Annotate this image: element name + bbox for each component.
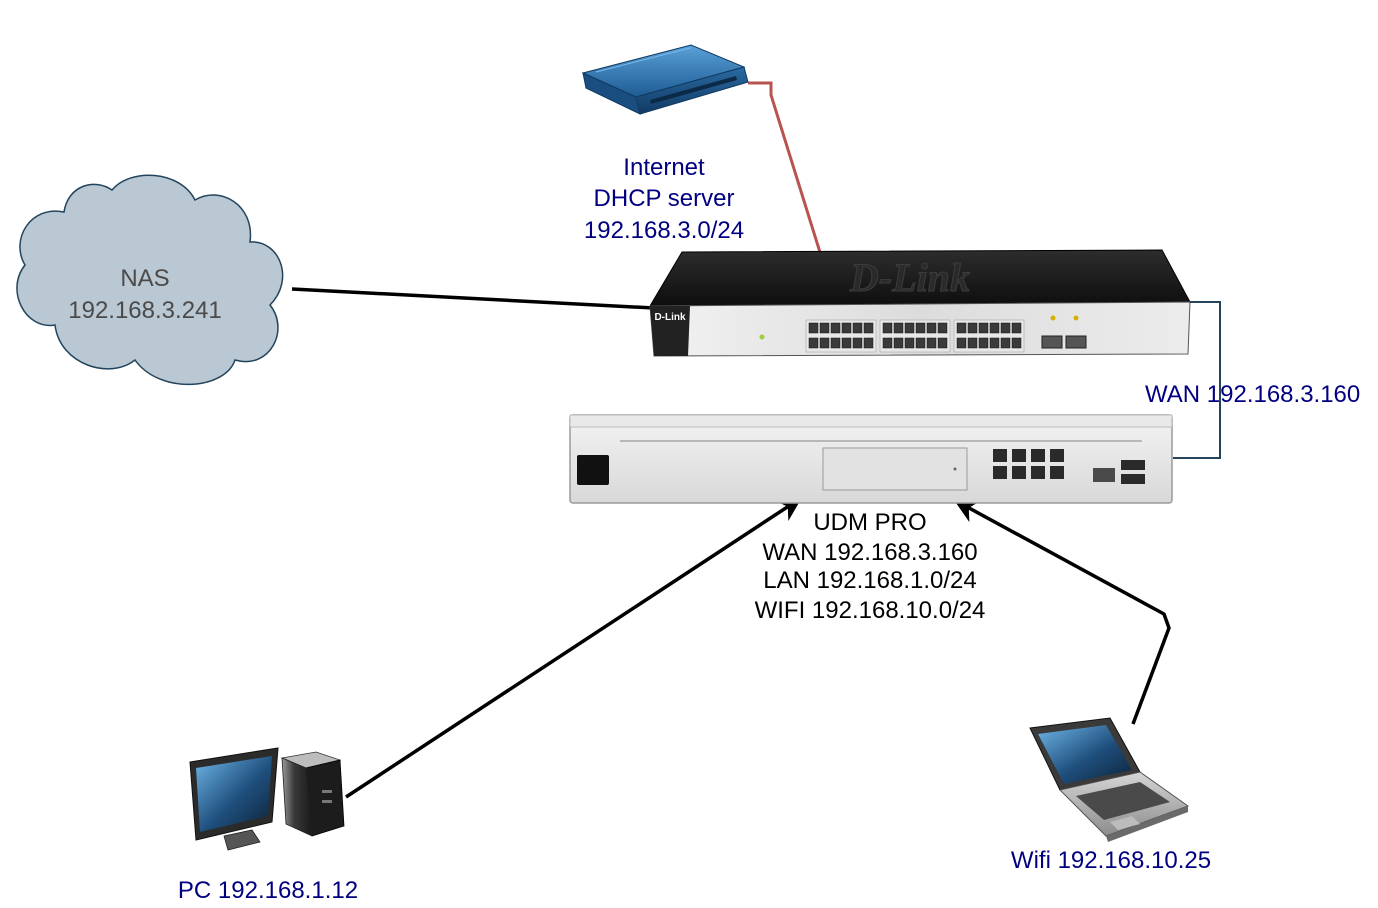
internet-server-line-3: 192.168.3.0/24	[584, 217, 744, 244]
udm-label-line-2: WAN 192.168.3.160	[762, 539, 977, 566]
internet-server-line-2: DHCP server	[594, 185, 735, 212]
switch-icon: D-Link D-Link	[649, 249, 1191, 357]
wan-bracket-link	[1173, 301, 1221, 459]
pc-icon	[189, 747, 345, 851]
udm-pro-icon	[569, 414, 1173, 504]
laptop-to-udm-link	[953, 499, 1171, 725]
switch-ports	[805, 319, 1025, 353]
server-to-switch-link	[748, 81, 834, 283]
nas-label-line-1: NAS	[120, 265, 169, 292]
pc-label: PC 192.168.1.12	[178, 877, 358, 904]
server-icon	[581, 44, 749, 115]
udm-label: UDM PRO WAN 192.168.3.160 LAN 192.168.1.…	[755, 509, 986, 624]
laptop-icon	[1029, 717, 1190, 842]
pc-to-udm-link	[345, 497, 803, 799]
switch-brand-front: D-Link	[654, 312, 686, 323]
udm-label-line-3: LAN 192.168.1.0/24	[763, 567, 977, 594]
nas-label-line-2: 192.168.3.241	[68, 297, 221, 324]
udm-ports	[993, 449, 1145, 484]
internet-server-line-1: Internet	[623, 154, 705, 181]
udm-label-line-1: UDM PRO	[813, 509, 926, 536]
cloud-icon	[16, 174, 284, 386]
laptop-label: Wifi 192.168.10.25	[1011, 847, 1211, 874]
internet-server-label: Internet DHCP server 192.168.3.0/24	[584, 154, 744, 244]
udm-label-line-4: WIFI 192.168.10.0/24	[755, 597, 986, 624]
switch-wan-label: WAN 192.168.3.160	[1145, 381, 1360, 408]
nas-cloud: NAS 192.168.3.241	[16, 174, 284, 386]
switch-brand-embossed: D-Link	[849, 255, 970, 300]
